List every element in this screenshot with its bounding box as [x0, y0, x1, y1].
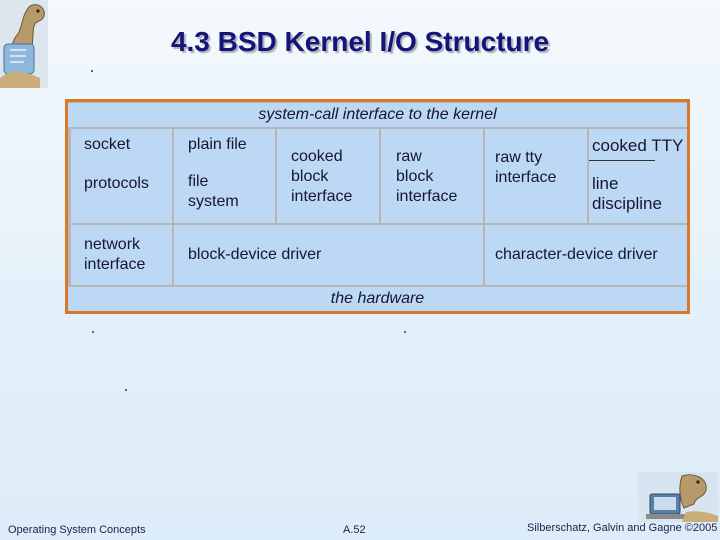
dinosaur-logo-icon	[0, 0, 48, 88]
plain-file-cell: plain file file system	[174, 129, 275, 223]
raw-block-interface-cell: raw block interface	[381, 129, 483, 223]
socket-label: socket	[84, 136, 131, 153]
footer-copyright: Silberschatz, Galvin and Gagne ©2005	[527, 522, 718, 534]
block-device-driver-cell: block-device driver	[174, 225, 483, 285]
decorative-dot	[91, 70, 93, 72]
character-device-driver-cell: character-device driver	[485, 225, 687, 285]
cooked-tty-label: cooked TTY	[592, 136, 684, 155]
cooked-tty-cell: cooked TTY line discipline	[589, 129, 687, 223]
decorative-dot	[404, 331, 406, 333]
page-title: 4.3 BSD Kernel I/O Structure	[170, 26, 550, 57]
footer-page-number: A.52	[343, 524, 366, 536]
dinosaur-computer-logo-icon	[638, 472, 718, 522]
cooked-block-interface-label: cooked block interface	[291, 148, 353, 205]
footer-book-title: Operating System Concepts	[8, 524, 146, 536]
line-discipline-label: line discipline	[592, 174, 662, 213]
hardware-band: the hardware	[68, 287, 687, 311]
raw-tty-interface-cell: raw tty interface	[485, 129, 587, 223]
decorative-dot	[92, 331, 94, 333]
raw-tty-interface-label: raw tty interface	[495, 149, 557, 186]
plain-file-label: plain file	[188, 136, 247, 153]
character-device-driver-label: character-device driver	[495, 246, 658, 263]
decorative-dot	[125, 389, 127, 391]
protocols-label: protocols	[84, 175, 149, 192]
network-interface-label: network interface	[84, 236, 146, 273]
system-call-interface-band: system-call interface to the kernel	[68, 103, 687, 127]
kernel-io-diagram: system-call interface to the kernel sock…	[65, 99, 690, 314]
cooked-block-interface-cell: cooked block interface	[277, 129, 379, 223]
raw-block-interface-label: raw block interface	[396, 148, 458, 205]
tty-divider-line	[589, 160, 655, 161]
block-device-driver-label: block-device driver	[188, 246, 322, 263]
socket-protocols-cell: socket protocols	[71, 129, 172, 223]
network-interface-cell: network interface	[71, 225, 172, 285]
file-system-label: file system	[188, 173, 239, 210]
